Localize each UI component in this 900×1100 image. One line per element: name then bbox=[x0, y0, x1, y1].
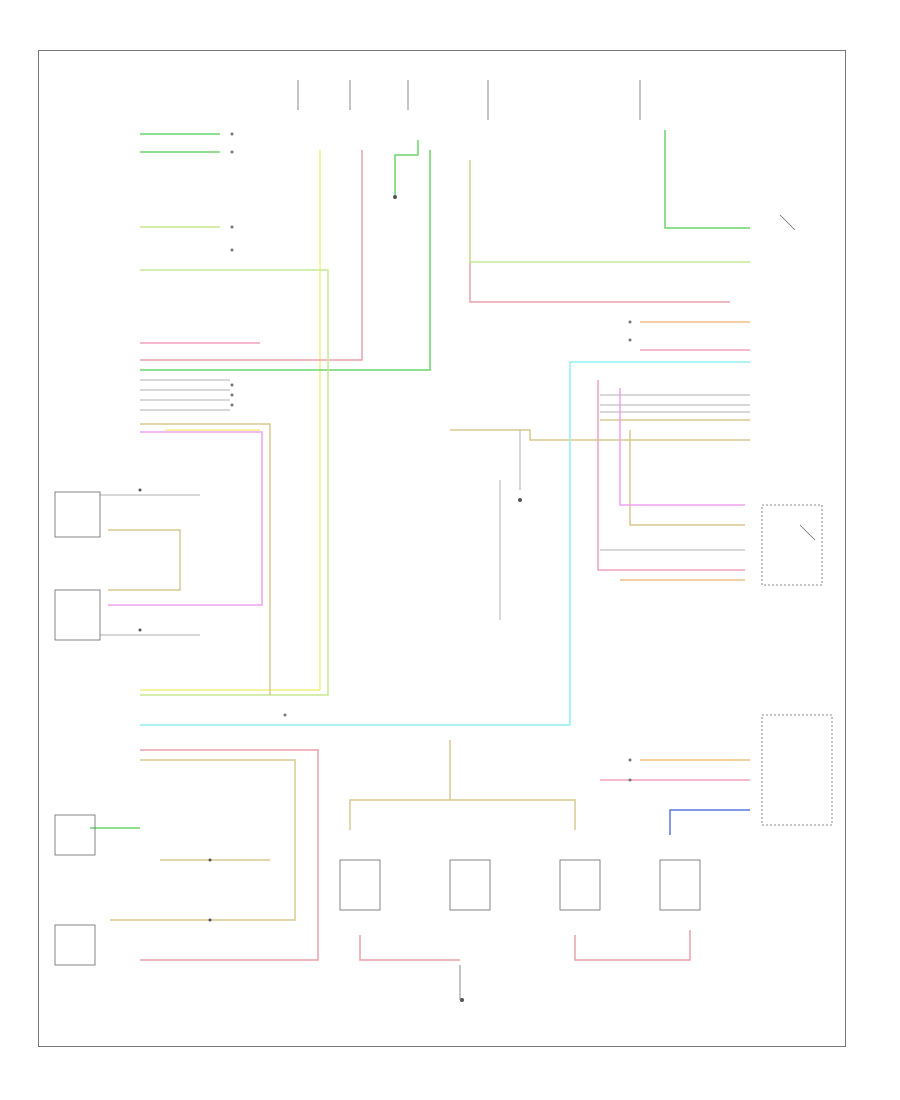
wire-pink bbox=[140, 342, 750, 781]
wire-gray bbox=[100, 379, 750, 636]
wire-red bbox=[140, 150, 730, 961]
wire-blue bbox=[669, 809, 750, 835]
ground-symbols bbox=[138, 195, 522, 1002]
wire-cyan bbox=[140, 361, 750, 726]
wire-lightgreen bbox=[140, 160, 750, 696]
wire-orange bbox=[620, 321, 750, 761]
connector-pins bbox=[230, 132, 632, 782]
diagram-border bbox=[38, 50, 846, 1047]
wire-violet bbox=[108, 388, 745, 606]
wire-tan bbox=[108, 419, 750, 921]
wire-green bbox=[90, 130, 750, 829]
switch-symbols bbox=[54, 214, 833, 966]
fuse-feed-lines bbox=[297, 80, 641, 120]
wire-yellow bbox=[140, 150, 321, 691]
